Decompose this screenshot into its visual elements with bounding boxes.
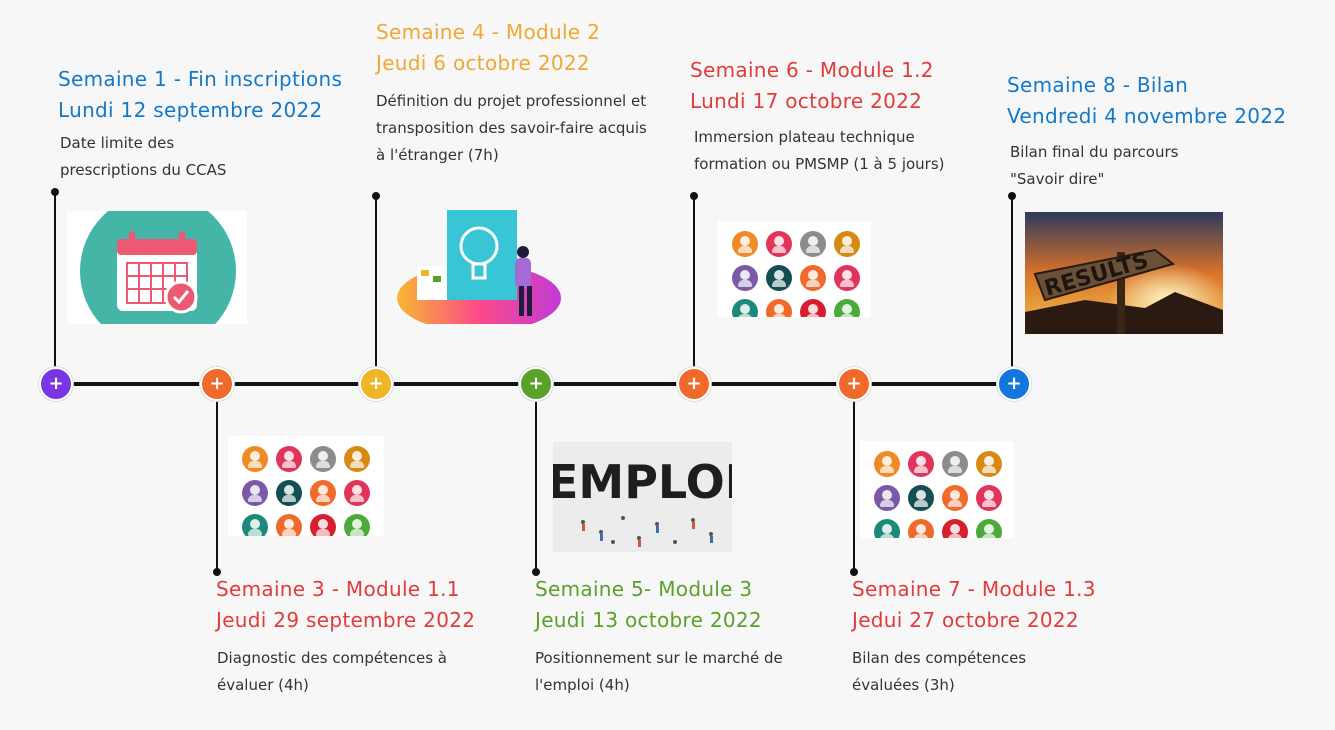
lightbulb-illustration bbox=[397, 208, 562, 324]
timeline-node-s3[interactable]: + bbox=[200, 367, 234, 401]
person-icon bbox=[908, 519, 934, 538]
event-s6-heading: Semaine 6 - Module 1.2 Lundi 17 octobre … bbox=[690, 55, 934, 117]
people-icons bbox=[718, 221, 871, 317]
event-s4-date: Jeudi 6 octobre 2022 bbox=[376, 51, 590, 75]
person-icon bbox=[276, 514, 302, 536]
plus-icon: + bbox=[1006, 373, 1022, 394]
event-s5-date: Jeudi 13 octobre 2022 bbox=[535, 608, 762, 632]
event-s8-title: Semaine 8 - Bilan bbox=[1007, 73, 1189, 97]
connector-s7 bbox=[850, 386, 858, 576]
event-s3-description: Diagnostic des compétences à évaluer (4h… bbox=[217, 649, 447, 694]
people-icons-grid-s3 bbox=[228, 436, 384, 536]
person-icon bbox=[766, 231, 792, 257]
calendar-icon bbox=[67, 211, 247, 324]
event-s5-description: Positionnement sur le marché de l'emploi… bbox=[535, 649, 783, 694]
timeline-node-s6[interactable]: + bbox=[677, 367, 711, 401]
people-icons bbox=[228, 436, 384, 536]
event-s7-date: Jedui 27 octobre 2022 bbox=[852, 608, 1079, 632]
person-icon bbox=[344, 514, 370, 536]
person-icon bbox=[344, 446, 370, 472]
plus-icon: + bbox=[686, 373, 702, 394]
event-s8-heading: Semaine 8 - Bilan Vendredi 4 novembre 20… bbox=[1007, 70, 1286, 132]
timeline-node-s4[interactable]: + bbox=[359, 367, 393, 401]
event-s5-heading: Semaine 5- Module 3 Jeudi 13 octobre 202… bbox=[535, 574, 762, 636]
person-icon bbox=[766, 299, 792, 317]
person-icon bbox=[732, 231, 758, 257]
timeline-node-s8[interactable]: + bbox=[997, 367, 1031, 401]
person-icon bbox=[800, 299, 826, 317]
connector-s5 bbox=[532, 386, 540, 576]
event-s1-description: Date limite des prescriptions du CCAS bbox=[60, 134, 227, 179]
person-icon bbox=[310, 446, 336, 472]
person-icon bbox=[800, 265, 826, 291]
person-icon bbox=[976, 451, 1002, 477]
connector-s6 bbox=[690, 192, 698, 382]
plus-icon: + bbox=[48, 373, 64, 394]
connector-s1 bbox=[51, 188, 59, 382]
event-s5-title: Semaine 5- Module 3 bbox=[535, 577, 753, 601]
plus-icon: + bbox=[368, 373, 384, 394]
person-icon bbox=[310, 514, 336, 536]
person-icon bbox=[242, 446, 268, 472]
plus-icon: + bbox=[846, 373, 862, 394]
event-s7-description: Bilan des compétences évaluées (3h) bbox=[852, 649, 1027, 694]
person-icon bbox=[874, 485, 900, 511]
event-s4-title: Semaine 4 - Module 2 bbox=[376, 20, 601, 44]
event-s1-date: Lundi 12 septembre 2022 bbox=[58, 98, 323, 122]
person-icon bbox=[242, 480, 268, 506]
person-icon bbox=[344, 480, 370, 506]
people-icons-grid-s6 bbox=[718, 221, 871, 317]
person-icon bbox=[766, 265, 792, 291]
event-s7-title: Semaine 7 - Module 1.3 bbox=[852, 577, 1096, 601]
connector-s4 bbox=[372, 192, 380, 382]
event-s1-title: Semaine 1 - Fin inscriptions bbox=[58, 67, 343, 91]
person-icon bbox=[942, 519, 968, 538]
person-icon bbox=[942, 485, 968, 511]
plus-icon: + bbox=[528, 373, 544, 394]
event-s4-description: Définition du projet professionnel et tr… bbox=[376, 92, 647, 164]
person-icon bbox=[732, 299, 758, 317]
person-icon bbox=[800, 231, 826, 257]
event-s6-date: Lundi 17 octobre 2022 bbox=[690, 89, 923, 113]
plus-icon: + bbox=[209, 373, 225, 394]
event-s6-title: Semaine 6 - Module 1.2 bbox=[690, 58, 934, 82]
people-icons bbox=[860, 441, 1014, 538]
person-icon bbox=[874, 519, 900, 538]
timeline-node-s7[interactable]: + bbox=[837, 367, 871, 401]
emploi-photo: EMPLOI bbox=[553, 442, 732, 552]
person-icon bbox=[908, 485, 934, 511]
person-icon bbox=[276, 480, 302, 506]
event-s3-title: Semaine 3 - Module 1.1 bbox=[216, 577, 460, 601]
person-icon bbox=[242, 514, 268, 536]
event-s3-heading: Semaine 3 - Module 1.1 Jeudi 29 septembr… bbox=[216, 574, 475, 636]
person-icon bbox=[976, 485, 1002, 511]
connector-s3 bbox=[213, 386, 221, 576]
person-icon bbox=[908, 451, 934, 477]
person-icon bbox=[834, 231, 860, 257]
timeline-node-s1[interactable]: + bbox=[39, 367, 73, 401]
person-icon bbox=[276, 446, 302, 472]
event-s6-description: Immersion plateau technique formation ou… bbox=[694, 128, 945, 173]
emploi-photo-text: EMPLOI bbox=[553, 455, 732, 509]
timeline-node-s5[interactable]: + bbox=[519, 367, 553, 401]
event-s8-description: Bilan final du parcours "Savoir dire" bbox=[1010, 143, 1179, 188]
connector-s8 bbox=[1008, 192, 1016, 382]
results-signpost-photo: RESULTS bbox=[1025, 212, 1223, 334]
event-s4-heading: Semaine 4 - Module 2 Jeudi 6 octobre 202… bbox=[376, 17, 600, 79]
person-icon bbox=[976, 519, 1002, 538]
person-icon bbox=[732, 265, 758, 291]
people-icons-grid-s7 bbox=[860, 441, 1014, 538]
event-s3-date: Jeudi 29 septembre 2022 bbox=[216, 608, 476, 632]
person-icon bbox=[834, 299, 860, 317]
person-icon bbox=[874, 451, 900, 477]
event-s7-heading: Semaine 7 - Module 1.3 Jedui 27 octobre … bbox=[852, 574, 1096, 636]
event-s1-heading: Semaine 1 - Fin inscriptions Lundi 12 se… bbox=[58, 64, 342, 126]
person-icon bbox=[942, 451, 968, 477]
person-icon bbox=[834, 265, 860, 291]
person-icon bbox=[310, 480, 336, 506]
event-s8-date: Vendredi 4 novembre 2022 bbox=[1007, 104, 1287, 128]
